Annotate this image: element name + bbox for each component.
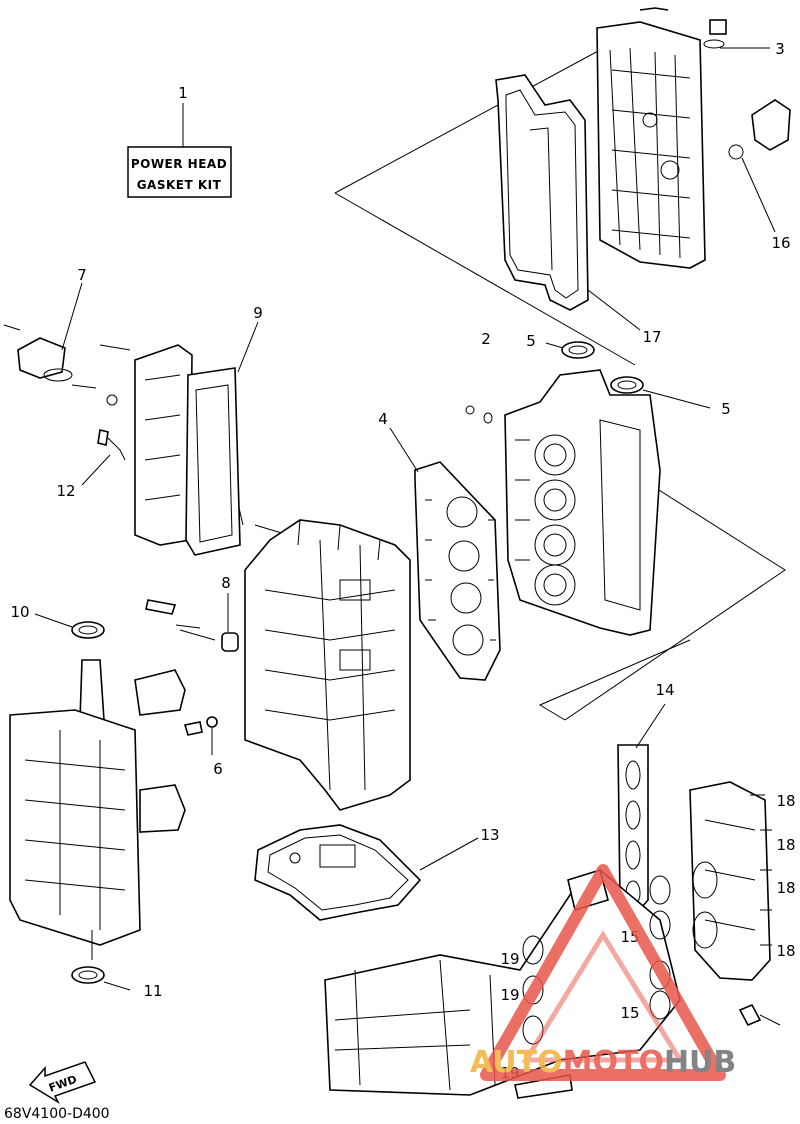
- callout-numbers: 1 2 3 4 5 5 6 7 8 9 10 11 12 13 14 15 15…: [10, 40, 795, 1082]
- diagram-id: 68V4100-D400: [4, 1106, 110, 1122]
- watermark-logo: AUTOMOTOHUB: [470, 864, 736, 1081]
- callout-6: 6: [213, 760, 223, 778]
- intake-manifold: [689, 781, 781, 1027]
- callout-18c: 18: [776, 879, 795, 897]
- oil-seals: [545, 341, 711, 409]
- forward-direction-arrow: FWD: [28, 1061, 97, 1104]
- callout-4: 4: [378, 410, 388, 428]
- thermostat-cover: [3, 282, 126, 486]
- callout-19a: 19: [500, 950, 519, 968]
- callout-5b: 5: [721, 400, 731, 418]
- gasket-kit-box: POWER HEAD GASKET KIT: [127, 103, 232, 198]
- callout-10: 10: [10, 603, 29, 621]
- base-gasket: [254, 824, 479, 921]
- callout-1: 1: [178, 84, 188, 102]
- callout-14: 14: [655, 681, 674, 699]
- callout-2: 2: [481, 330, 491, 348]
- head-cover-gasket: [495, 74, 641, 331]
- crankcase-assembly: [9, 613, 186, 991]
- callout-18b: 18: [776, 836, 795, 854]
- callout-12: 12: [56, 482, 75, 500]
- cylinder-head: [465, 369, 661, 636]
- callout-16: 16: [771, 234, 790, 252]
- cylinder-head-gasket: [389, 427, 501, 681]
- callout-15b: 15: [620, 1004, 639, 1022]
- intake-manifold-gasket: [617, 703, 666, 917]
- head-cover: [596, 7, 791, 269]
- callout-13: 13: [480, 826, 499, 844]
- exhaust-cover-and-gasket: [71, 321, 259, 556]
- callout-11: 11: [143, 982, 162, 1000]
- cylinder-block: [244, 519, 411, 811]
- sensor-and-bolts: [145, 593, 239, 755]
- kit-label-line1: POWER HEAD: [131, 157, 227, 171]
- callout-17: 17: [642, 328, 661, 346]
- watermark-text-auto: AUTOMOTOHUB: [470, 1045, 736, 1080]
- callout-18d: 18: [776, 942, 795, 960]
- callout-19b: 19: [500, 986, 519, 1004]
- kit-label-line2: GASKET KIT: [137, 178, 222, 192]
- callout-8: 8: [221, 574, 231, 592]
- callout-9: 9: [253, 304, 263, 322]
- callout-3: 3: [775, 40, 785, 58]
- callout-7: 7: [77, 266, 87, 284]
- callout-5a: 5: [526, 332, 536, 350]
- callout-18a: 18: [776, 792, 795, 810]
